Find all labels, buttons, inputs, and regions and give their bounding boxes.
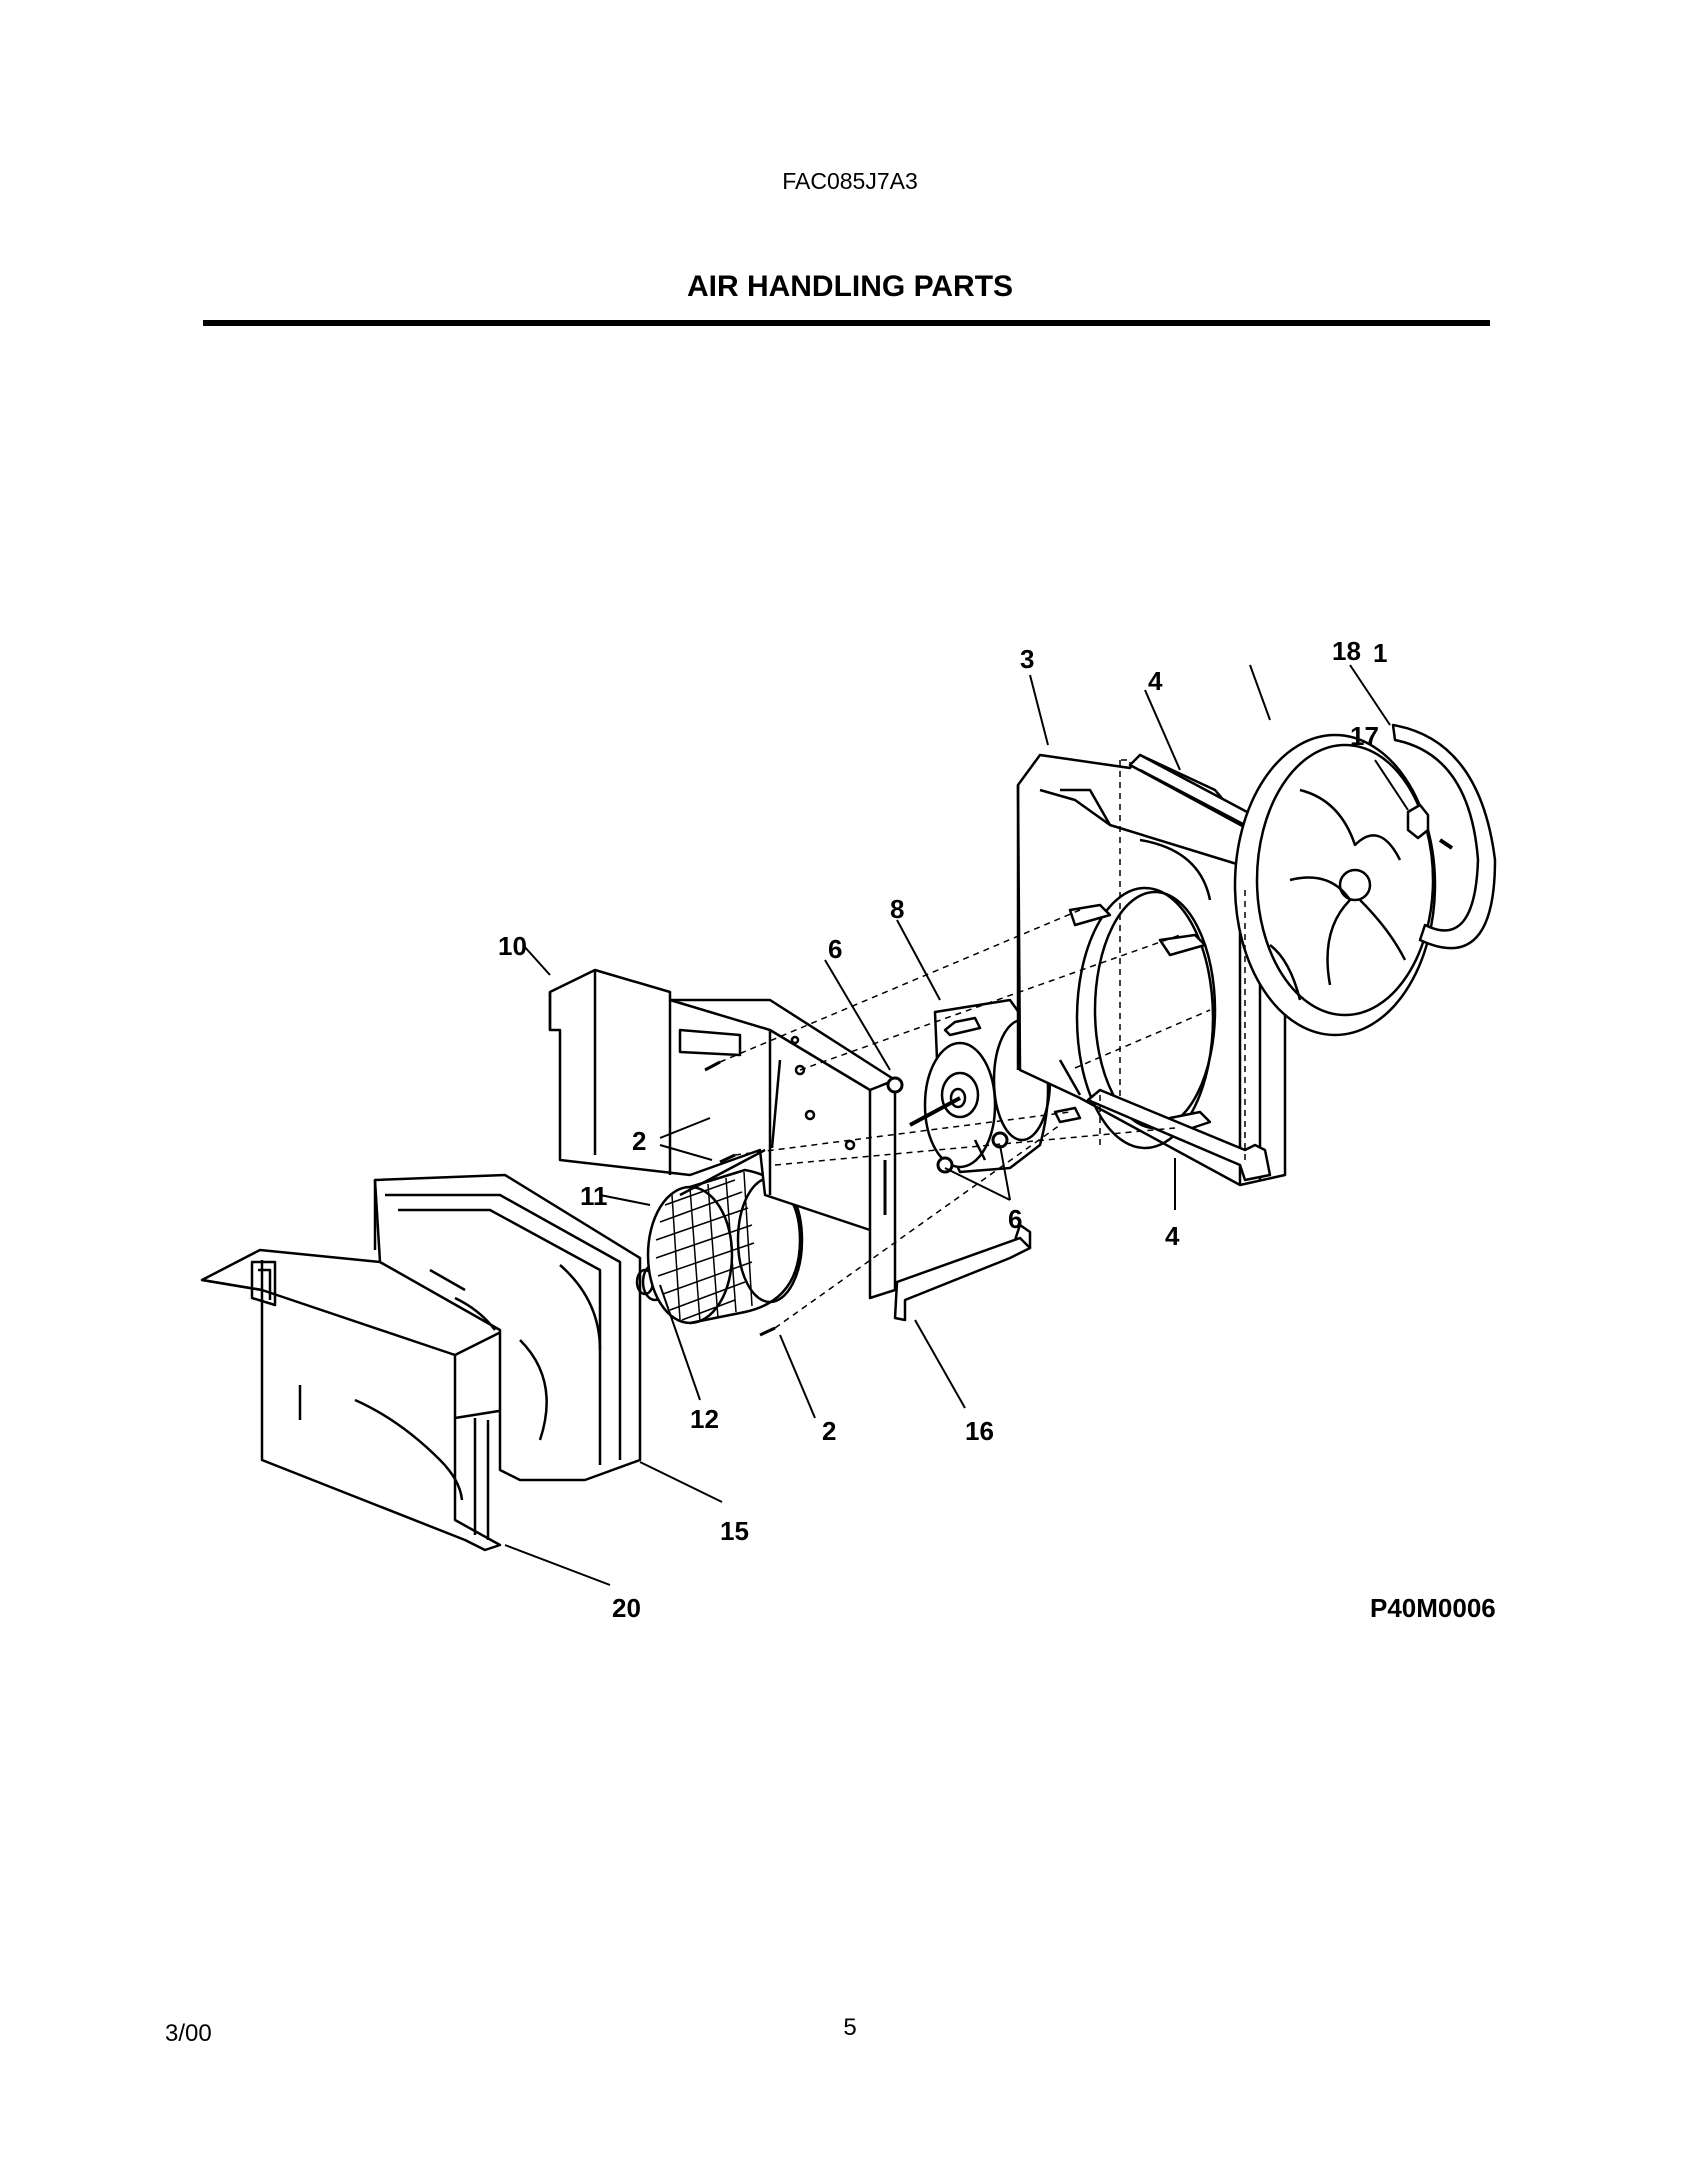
callout-18: 18 <box>1332 636 1361 666</box>
part-17-clamp <box>1406 803 1454 850</box>
callout-16: 16 <box>965 1416 994 1446</box>
leader-lines <box>504 664 1409 1586</box>
part-11-blower-wheel <box>646 1168 804 1325</box>
callout-6-upper: 6 <box>828 934 842 964</box>
callout-1: 1 <box>1373 638 1387 668</box>
callout-8: 8 <box>890 894 904 924</box>
part-10-mounting-plate <box>548 968 897 1300</box>
page-number: 5 <box>843 2014 857 2041</box>
page-title: AIR HANDLING PARTS <box>686 270 1014 303</box>
part-15-scroll-housing <box>373 1173 642 1482</box>
callout-6-lower: 6 <box>1008 1204 1022 1234</box>
part-1-fan-blade <box>1233 733 1437 1037</box>
callout-12: 12 <box>690 1404 719 1434</box>
part-4-seal-bottom <box>1086 1088 1272 1182</box>
alignment-lines <box>719 759 1246 1329</box>
screw-set <box>704 1060 1009 1337</box>
callout-10: 10 <box>498 931 527 961</box>
part-18-slinger-ring <box>1391 723 1497 950</box>
model-number: FAC085J7A3 <box>782 168 918 194</box>
part-20-front-panel <box>200 1248 507 1552</box>
callout-labels: 1 2 2 11 3 4 4 6 6 8 10 12 15 16 17 18 2… <box>498 636 1387 1623</box>
callout-4-bottom: 4 <box>1165 1221 1180 1251</box>
callout-4-top: 4 <box>1148 666 1163 696</box>
part-16-strap <box>893 1223 1032 1322</box>
callout-2-upper: 2 <box>632 1126 646 1156</box>
revision-date: 3/00 <box>165 2020 212 2047</box>
callout-11: 11 <box>580 1181 608 1211</box>
callout-3: 3 <box>1020 644 1034 674</box>
callout-17: 17 <box>1350 721 1379 751</box>
callout-15: 15 <box>720 1516 749 1546</box>
figure-code: P40M0006 <box>1370 1593 1496 1623</box>
callout-20: 20 <box>612 1593 641 1623</box>
callout-2-lower: 2 <box>822 1416 836 1446</box>
title-rule <box>203 320 1490 326</box>
